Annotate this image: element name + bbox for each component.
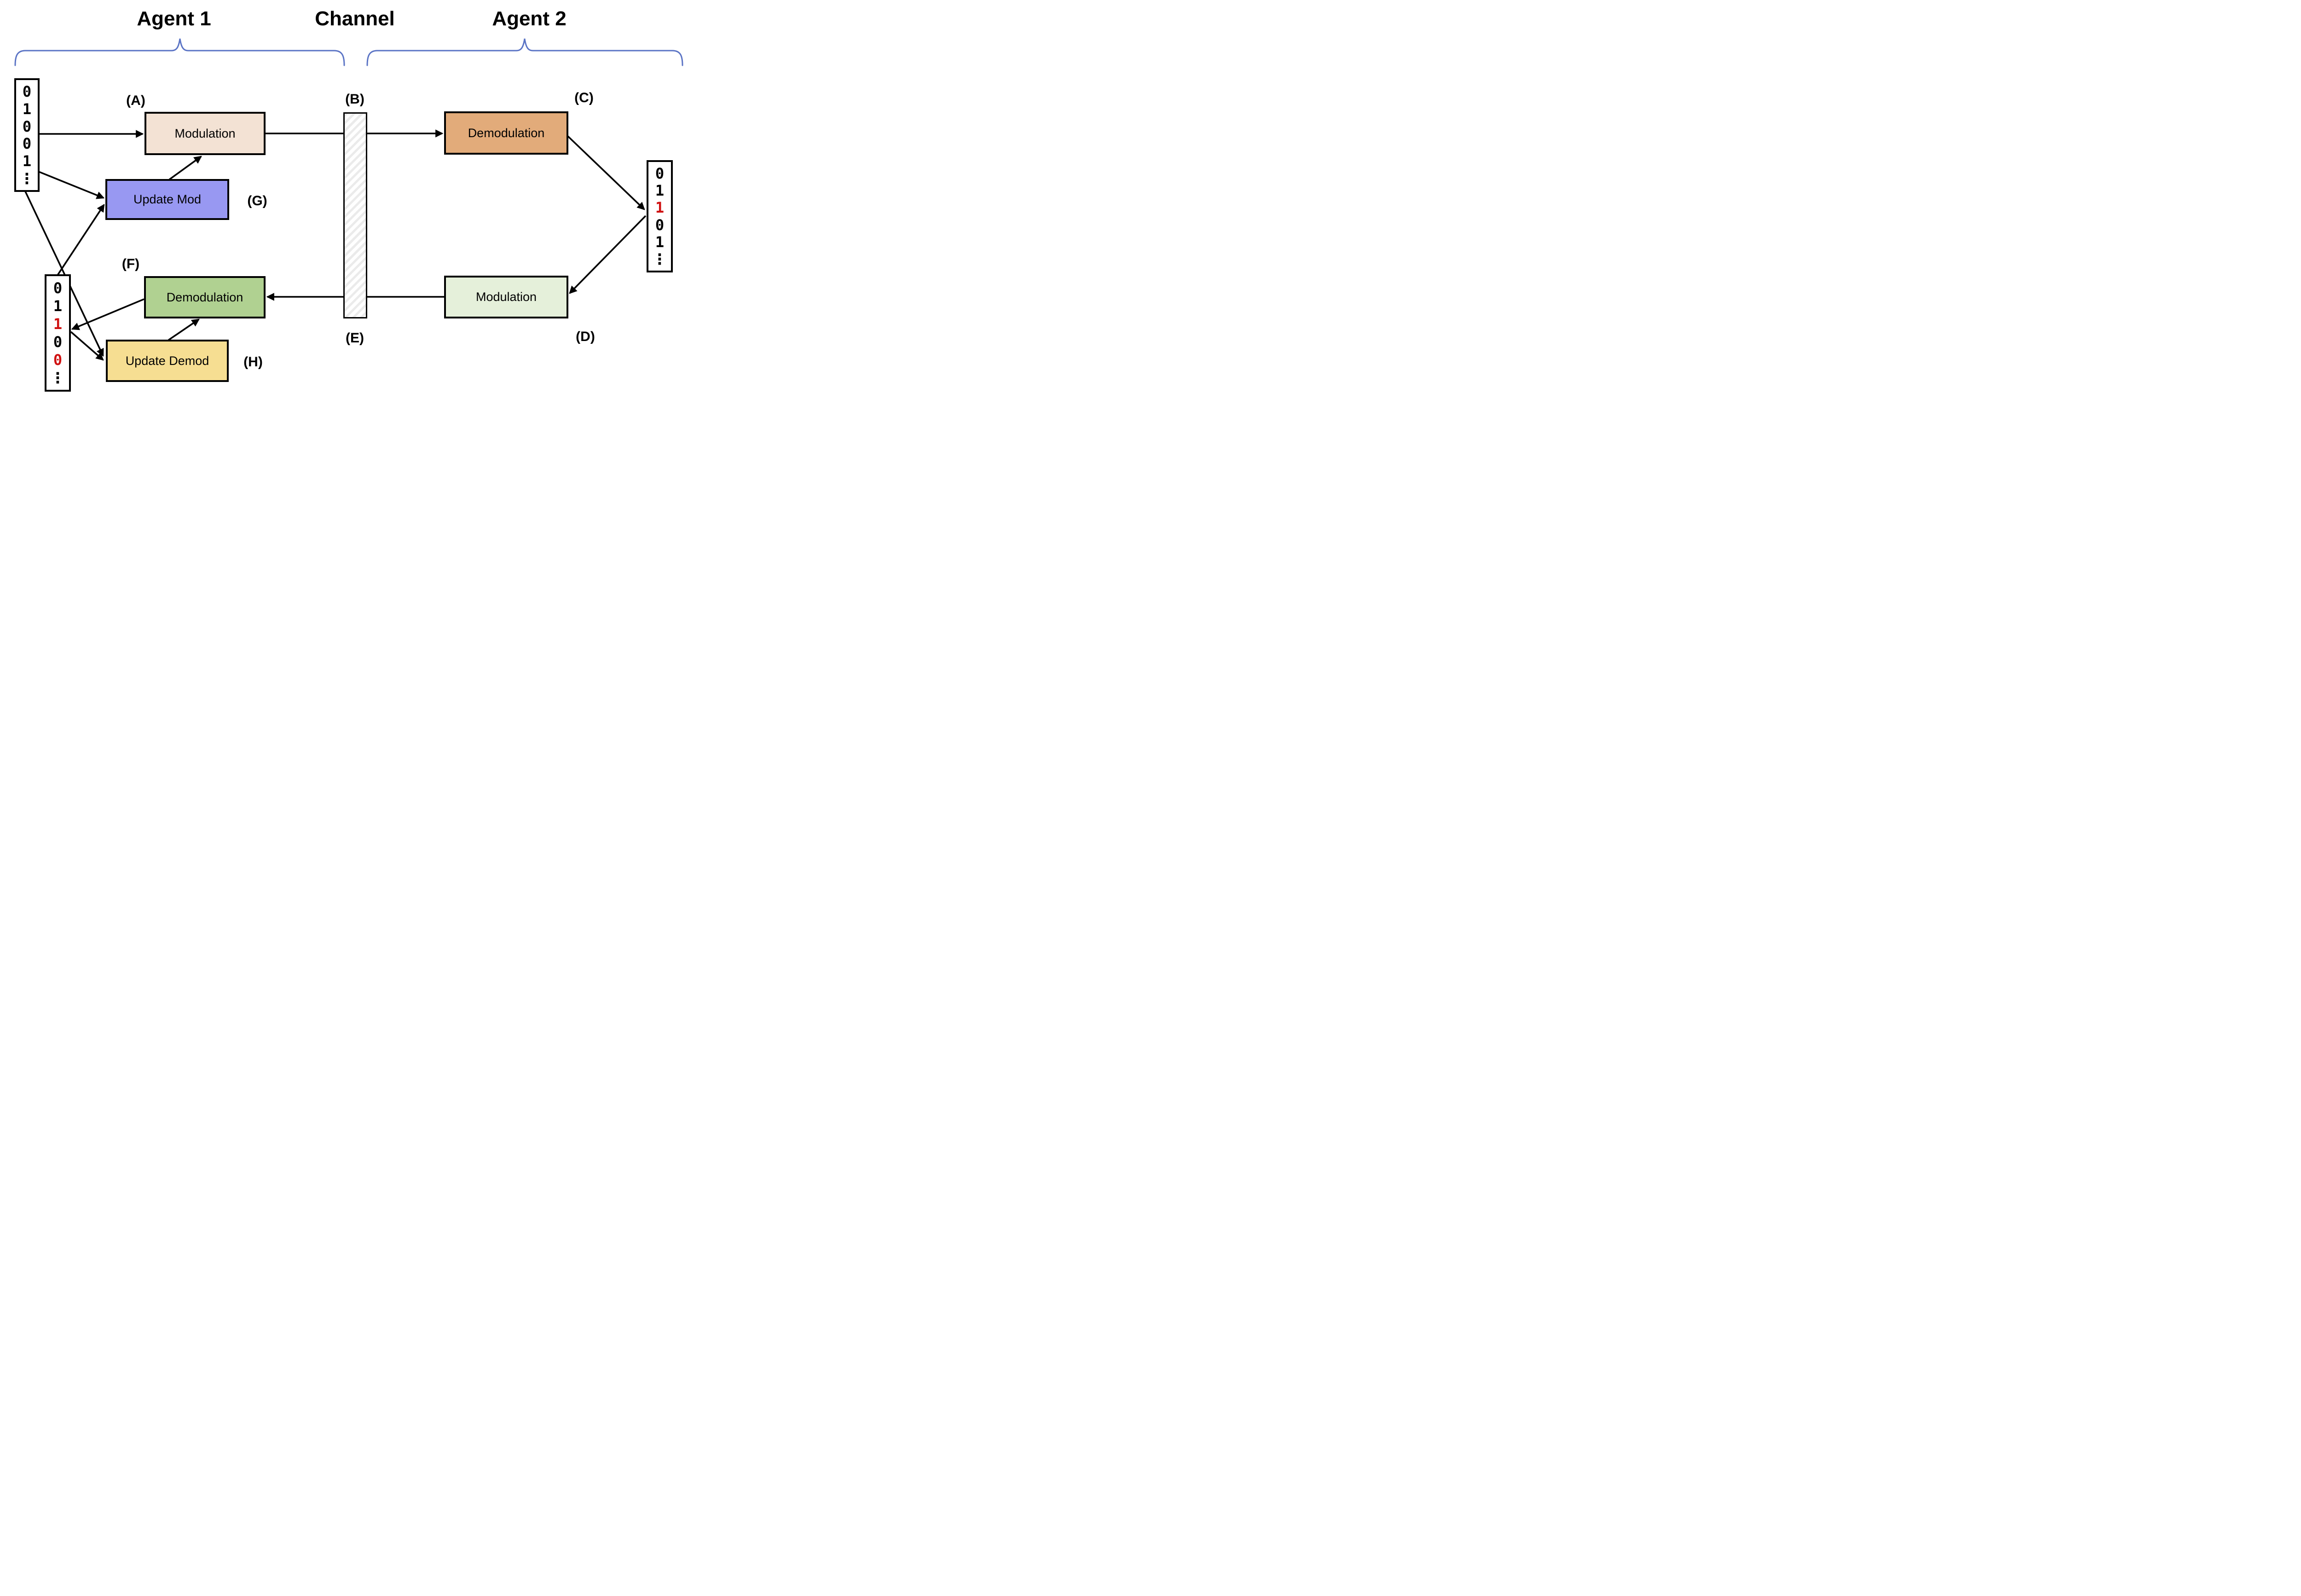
- bit-digit: 1: [655, 233, 665, 251]
- bit-digit: ⋮: [19, 170, 35, 188]
- bit-digit: ⋮: [652, 250, 667, 268]
- block-demodulation-f: Demodulation: [144, 276, 266, 318]
- bit-digit: 1: [22, 100, 32, 118]
- bit-digit: 0: [53, 351, 63, 369]
- bit-digit: 1: [655, 181, 665, 199]
- arrow-update-demod-to-demodulation-f: [168, 318, 200, 341]
- block-modulation-a: Modulation: [145, 112, 266, 155]
- channel-bar: [343, 112, 367, 318]
- block-update-mod: Update Mod: [105, 179, 229, 220]
- block-demodulation-c-label: Demodulation: [468, 126, 545, 140]
- block-modulation-d: Modulation: [444, 276, 568, 318]
- section-title-agent2: Agent 2: [492, 7, 567, 30]
- block-update-demod-label: Update Demod: [125, 353, 209, 368]
- tag-b: (B): [345, 92, 364, 107]
- tag-g: (G): [247, 193, 267, 208]
- bit-digit: 0: [53, 279, 63, 297]
- tag-h: (H): [243, 354, 263, 370]
- arrow-source-to-update-mod: [38, 171, 105, 199]
- brace-agent1: [14, 38, 345, 66]
- arrow-update-mod-to-modulation-a: [168, 156, 202, 180]
- bit-digit: 1: [655, 199, 665, 217]
- tag-d: (D): [576, 329, 595, 344]
- arrow-demodulation-f-to-agent1-decoded-bits: [71, 298, 145, 330]
- arrow-agent2-bits-to-modulation-d: [569, 215, 647, 294]
- bit-digit: 1: [53, 297, 63, 315]
- arrow-demodulation-c-to-agent2-bits: [567, 135, 645, 210]
- bit-digit: 0: [22, 117, 32, 135]
- bit-digit: ⋮: [50, 369, 65, 387]
- section-title-channel: Channel: [315, 7, 395, 30]
- tag-e: (E): [346, 330, 364, 346]
- bit-digit: 0: [655, 164, 665, 182]
- block-demodulation-c: Demodulation: [444, 111, 568, 155]
- arrow-decoded-bits-to-update-demod: [70, 331, 104, 361]
- block-modulation-d-label: Modulation: [475, 290, 537, 304]
- bit-digit: 1: [53, 315, 63, 333]
- block-modulation-a-label: Modulation: [174, 126, 236, 140]
- bit-digit: 0: [22, 82, 32, 100]
- bit-digit: 0: [53, 333, 63, 351]
- bit-digit: 0: [655, 216, 665, 234]
- bit-digit: 1: [22, 152, 32, 170]
- section-title-agent1: Agent 1: [137, 7, 211, 30]
- tag-c: (C): [574, 90, 594, 105]
- block-update-demod: Update Demod: [106, 340, 229, 382]
- arrow-source-to-update-demod: [24, 191, 104, 357]
- block-update-mod-label: Update Mod: [133, 192, 202, 206]
- block-demodulation-f-label: Demodulation: [166, 290, 243, 304]
- brace-agent2: [366, 38, 683, 66]
- bit-digit: 0: [22, 135, 32, 153]
- tag-a: (A): [126, 93, 145, 108]
- arrow-decoded-bits-to-update-mod: [56, 203, 105, 277]
- tag-f: (F): [121, 256, 140, 272]
